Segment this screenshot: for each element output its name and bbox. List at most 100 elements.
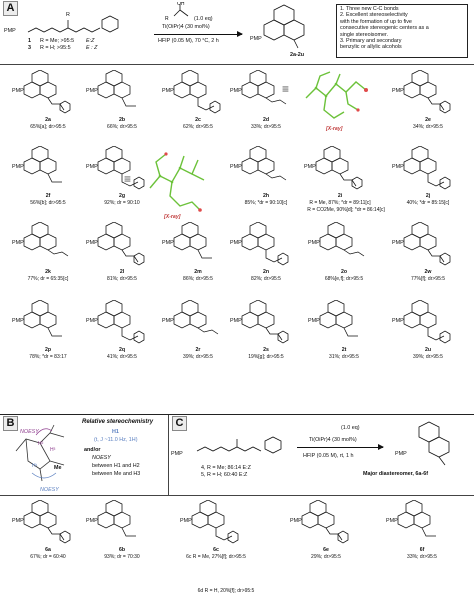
compound-label: 6e [323, 547, 329, 553]
c-major-label: Major diastereomer, 6a-6f [363, 471, 429, 477]
compound-yield: 85%; *dr = 90:10[c] [244, 200, 288, 206]
a-pmp-2q: PMP [86, 318, 98, 324]
c-sm-4: 4, R = Me; 86:14 E:Z [201, 465, 251, 471]
compound-label: 2i [337, 193, 343, 199]
c-reagent-catalyst: Ti(OiPr)4 (30 mol%) [309, 437, 357, 443]
a-structure-2o [314, 221, 370, 273]
compound-yield: 41%; dr>95:5 [107, 354, 137, 360]
product-label-a: 2a-2u [290, 52, 305, 58]
a-structure-2h [236, 145, 292, 197]
compound-yield: 56%[b]; dr>95:5 [30, 200, 66, 206]
feature-line-7: benzylic or allylic alcohols [340, 44, 402, 51]
start-r-label: R [66, 12, 70, 18]
compound-yield: 93%; dr = 70:30 [104, 554, 140, 560]
compound-yield: 68%[e,f]; dr>95:5 [324, 276, 364, 282]
panel-c: C PMP 4, R = Me; 86:14 E:Z 5, R = H; 60:… [169, 415, 474, 495]
compound-yield: 77%[f]; dr>95:5 [410, 276, 446, 282]
compound-yield: 62%; dr>95:5 [183, 124, 213, 130]
compound-label: 2p [44, 347, 52, 353]
svg-text:H³: H³ [50, 447, 56, 453]
compound-yield: 6c R = Me, 27%[f]; dr>95:5 [186, 554, 246, 560]
features-box: 1. Three new C-C bonds 2. Excellent ster… [336, 4, 468, 58]
svg-text:R: R [165, 16, 169, 22]
c-reagent-equiv: (1.0 eq) [341, 425, 360, 431]
compound-label: 2j [425, 193, 431, 199]
product-general-structure [263, 4, 305, 49]
compound-label: 2a [45, 117, 51, 123]
a-structure-2d [236, 69, 292, 121]
compound-label: 6f [419, 547, 425, 553]
start-r-h: R = H; >95:5 [40, 45, 71, 51]
a-pmp-2n: PMP [230, 240, 242, 246]
start-pmp: PMP [4, 28, 16, 34]
svg-text:H²: H² [38, 441, 44, 447]
compound-yield-2v: R = CO2Me, 90%[d]; *dr = 86:14[c] [307, 207, 385, 213]
panel-b: B H² H³ H¹ NOESY NOESY Me Relative stere… [0, 415, 168, 495]
noesy-bottom-label: NOESY [40, 487, 59, 493]
a-pmp-2f: PMP [12, 164, 24, 170]
a-structure-2g [92, 145, 148, 197]
c-pmp-6f: PMP [386, 518, 398, 524]
reaction-arrow-c [297, 444, 384, 450]
compound-label: 2s [263, 347, 269, 353]
a-pmp-2m: PMP [162, 240, 174, 246]
compound-yield: 77%; dr = 65:35[c] [27, 276, 69, 282]
panel-c-label: C [172, 416, 187, 431]
diene-structure [196, 436, 282, 454]
compound-label: 2h [262, 193, 270, 199]
a-pmp-2i: PMP [304, 164, 316, 170]
compound-yield: 29%; dr>95:5 [311, 554, 341, 560]
a-pmp-2e: PMP [392, 88, 404, 94]
a-pmp-2t: PMP [308, 318, 320, 324]
a-structure-2m [168, 221, 224, 273]
compound-label: 2f [45, 193, 51, 199]
noesy-between-1: between H1 and H2 [92, 463, 140, 469]
a-structure-2k [18, 221, 74, 273]
compound-yield: 34%; dr>95:5 [413, 124, 443, 130]
compound-yield: 40%; *dr = 85:15[c] [406, 200, 450, 206]
a-pmp-2j: PMP [392, 164, 404, 170]
start-r-h-geo: E : Z [86, 45, 98, 51]
start-r-me: R = Me; >95:5 [40, 38, 75, 44]
compound-label: 2b [118, 117, 126, 123]
compound-label: 2c [195, 117, 201, 123]
reagent-alcohol-structure: OH R [165, 2, 189, 22]
a-pmp-2l: PMP [86, 240, 98, 246]
a-pmp-2b: PMP [86, 88, 98, 94]
a-pmp-2a: PMP [12, 88, 24, 94]
start-num-3: 3 [28, 45, 31, 51]
compound-label: 6c [213, 547, 219, 553]
svg-text:H¹: H¹ [32, 463, 38, 469]
compound-label: 2g [118, 193, 126, 199]
c-pmp-6c: PMP [180, 518, 192, 524]
coupling-constant: (t, J ~11.0 Hz, 1H) [94, 437, 138, 443]
c-structure-6f [392, 499, 448, 551]
compound-yield: 33%; dr>95:5 [407, 554, 437, 560]
feature-line-1: 1. Three new C-C bonds [340, 6, 399, 12]
compound-yield: 86%; dr>95:5 [183, 276, 213, 282]
compound-label: 2u [424, 347, 432, 353]
compound-yield: 39%; dr>95:5 [183, 354, 213, 360]
compound-label: 2r [195, 347, 201, 353]
a-pmp-2p: PMP [12, 318, 24, 324]
compound-yield: 81%; dr>95:5 [107, 276, 137, 282]
a-pmp-2w: PMP [392, 240, 404, 246]
a-structure-2l [92, 221, 148, 273]
a-structure-2s [236, 299, 292, 351]
c-pmp-6b: PMP [86, 518, 98, 524]
compound-yield: 67%; dr = 60:40 [30, 554, 66, 560]
c-product-structure [418, 421, 450, 466]
a-structure-2c [168, 69, 224, 121]
compound-yield: 33%; dr>95:5 [251, 124, 281, 130]
a-structure-2f [18, 145, 74, 197]
a-structure-2e [398, 69, 454, 121]
compound-label: 2t [341, 347, 347, 353]
product-pmp: PMP [250, 36, 262, 42]
a-pmp-2s: PMP [230, 318, 242, 324]
me-label: Me [54, 465, 62, 471]
panel-b-label: B [3, 416, 18, 431]
noesy-heading: NOESY [92, 455, 111, 461]
a-structure-2n [236, 221, 292, 273]
reaction-arrow-a [154, 31, 243, 37]
compound-label: 2o [340, 269, 348, 275]
